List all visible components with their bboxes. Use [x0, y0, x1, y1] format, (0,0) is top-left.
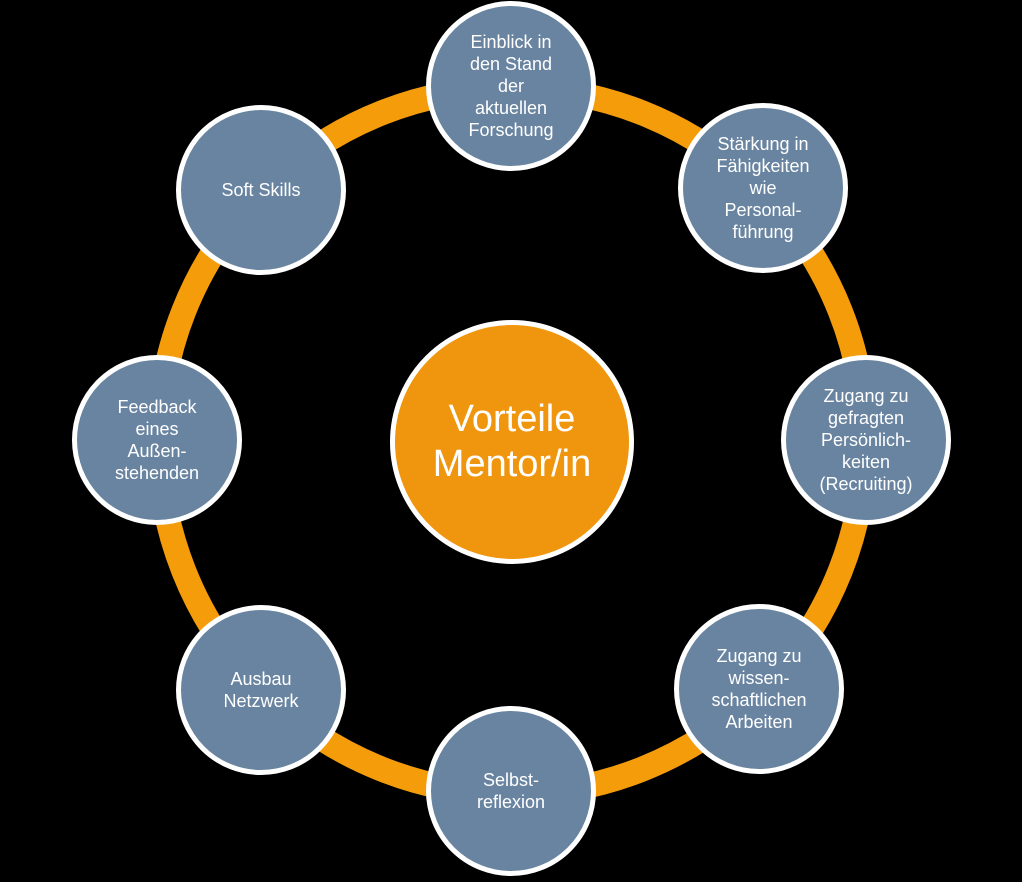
node-label: Stärkung in Fähigkeiten wie Personal- fü…: [716, 134, 810, 242]
node-soft-skills: Soft Skills: [176, 105, 346, 275]
node-label: Feedback eines Außen- stehenden: [114, 397, 200, 483]
node-zugang-zu-wissenschaftlichen-arbeiten: Zugang zu wissen- schaftlichen Arbeiten: [674, 604, 844, 774]
node-selbstreflexion: Selbst- reflexion: [426, 706, 596, 876]
node-label: Selbst- reflexion: [476, 770, 546, 812]
node-label: Ausbau Netzwerk: [223, 669, 299, 711]
node-feedback-eines-aussenstehenden: Feedback eines Außen- stehenden: [72, 355, 242, 525]
node-staerkung-in-faehigkeiten-wie-personalfuehrung: Stärkung in Fähigkeiten wie Personal- fü…: [678, 103, 848, 273]
center-node-label: Vorteile Mentor/in: [432, 398, 592, 485]
node-ausbau-netzwerk: Ausbau Netzwerk: [176, 605, 346, 775]
center-node-vorteile-mentor-in: Vorteile Mentor/in: [390, 320, 634, 564]
node-zugang-zu-gefragten-persoenlichkeiten-recruiting: Zugang zu gefragten Persönlich- keiten (…: [781, 355, 951, 525]
node-label: Zugang zu gefragten Persönlich- keiten (…: [819, 386, 913, 494]
node-label: Soft Skills: [221, 180, 301, 200]
node-label: Zugang zu wissen- schaftlichen Arbeiten: [711, 646, 807, 732]
node-einblick-in-den-stand-der-aktuellen-forschung: Einblick in den Stand der aktuellen Fors…: [426, 1, 596, 171]
node-label: Einblick in den Stand der aktuellen Fors…: [468, 32, 554, 140]
